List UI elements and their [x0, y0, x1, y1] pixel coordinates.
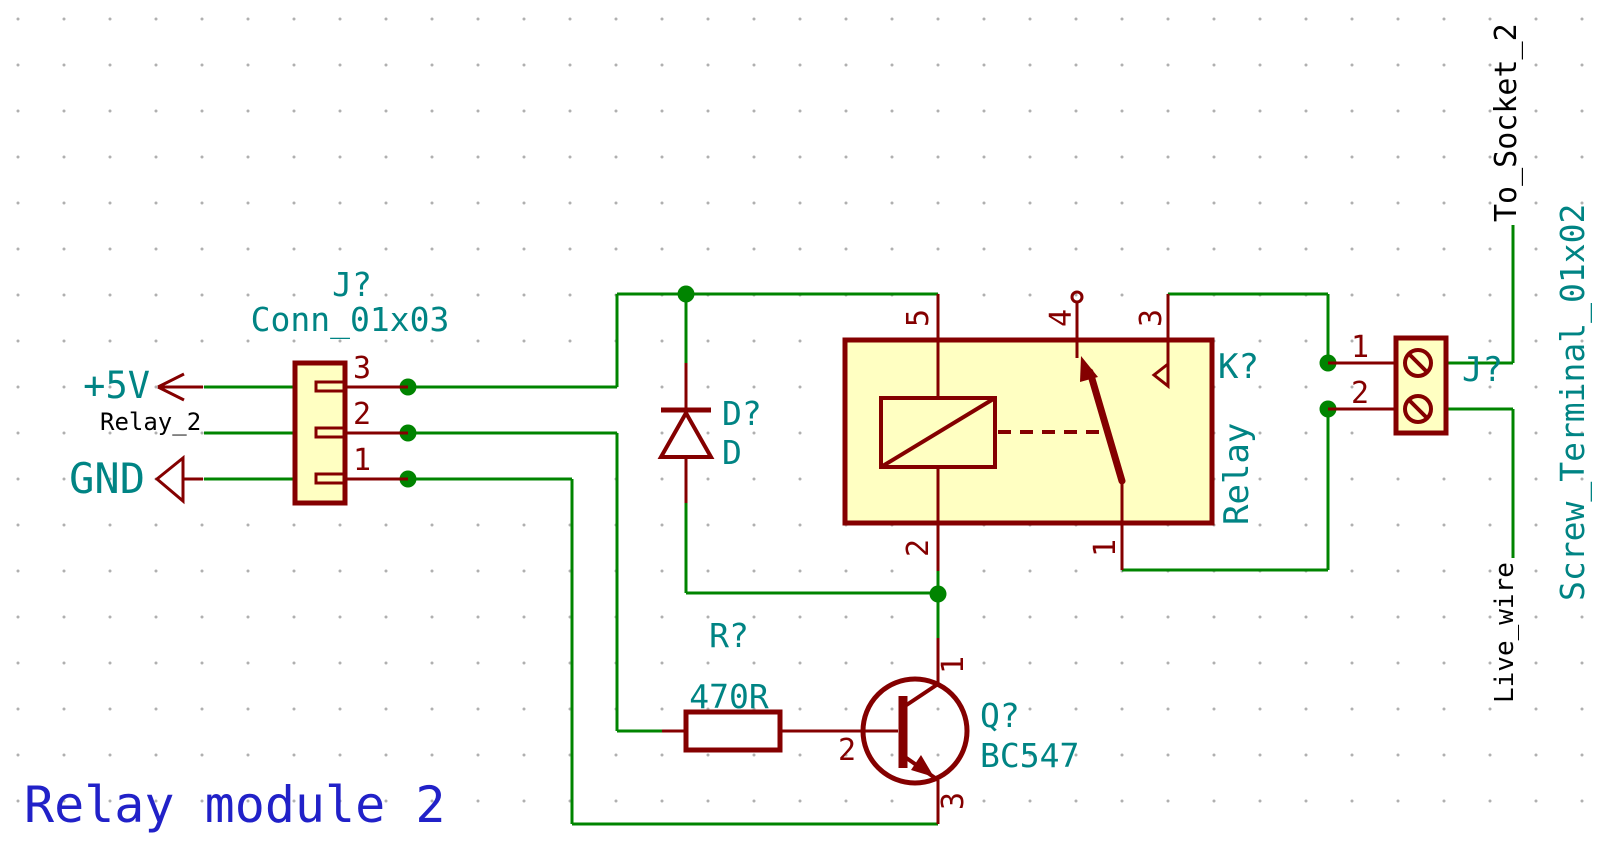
relay-pin3-number: 3 — [1134, 309, 1169, 327]
transistor-value[interactable]: BC547 — [980, 736, 1079, 775]
connector-pin1-number: 1 — [353, 443, 371, 478]
relay-no-contact-icon — [1151, 360, 1170, 390]
screw-head-1-icon — [1403, 348, 1433, 378]
transistor-pin2-number: 2 — [838, 733, 856, 768]
diode-value[interactable]: D — [722, 433, 742, 472]
diode-ref[interactable]: D? — [722, 394, 762, 433]
screw-head-2-icon — [1403, 394, 1433, 424]
plus5v-arrow-icon — [157, 372, 203, 402]
screw-pin1-number: 1 — [1351, 330, 1369, 365]
connector-pin2-number: 2 — [353, 397, 371, 432]
relay-pin2-number: 2 — [901, 539, 936, 557]
relay-pin4-number: 4 — [1044, 309, 1079, 327]
component-base-resistor[interactable]: R? 470R — [662, 616, 898, 753]
screw-pin2-number: 2 — [1351, 376, 1369, 411]
component-input-connector[interactable]: 3 2 1 J? Conn_01x03 — [251, 265, 450, 506]
relay-value[interactable]: Relay — [1217, 423, 1257, 525]
component-flyback-diode[interactable]: D? D — [657, 363, 762, 503]
power-label-5v[interactable]: +5V — [83, 364, 203, 407]
plus5v-label[interactable]: +5V — [83, 364, 150, 407]
relay-ref[interactable]: K? — [1218, 347, 1259, 387]
power-label-gnd[interactable]: GND — [69, 454, 203, 505]
net-label-relay2[interactable]: Relay_2 — [100, 408, 201, 436]
relay2-label[interactable]: Relay_2 — [100, 408, 201, 436]
resistor-value[interactable]: 470R — [689, 677, 769, 716]
screw-terminal-value[interactable]: Screw_Terminal_01x02 — [1553, 204, 1593, 601]
resistor-ref[interactable]: R? — [709, 616, 749, 655]
relay-arm-arrow-icon — [1080, 356, 1098, 382]
component-transistor[interactable]: 1 2 3 Q? BC547 — [838, 638, 1079, 824]
screw-terminal-ref[interactable]: J? — [1462, 350, 1503, 390]
junction-diode-5v[interactable] — [677, 285, 695, 303]
component-relay[interactable]: 5 4 3 2 1 K? Relay — [842, 290, 1259, 571]
screw-terminal-body[interactable] — [1393, 335, 1449, 436]
transistor-body[interactable] — [860, 676, 970, 786]
junction-diode-collector[interactable] — [929, 585, 947, 603]
live-wire-label[interactable]: Live_wire — [1490, 562, 1520, 703]
sheet-title: Relay module 2 — [24, 776, 445, 834]
transistor-pin3-number: 3 — [936, 792, 971, 810]
connector-pin3-number: 3 — [353, 351, 371, 386]
connector-body[interactable] — [292, 360, 348, 506]
relay-pin1-number: 1 — [1088, 539, 1123, 557]
connector-value[interactable]: Conn_01x03 — [251, 300, 450, 340]
transistor-emitter-arrow-icon — [911, 755, 934, 777]
connector-ref[interactable]: J? — [332, 265, 372, 304]
relay-coil-diagonal — [879, 396, 997, 469]
gnd-label[interactable]: GND — [69, 454, 145, 503]
transistor-pin1-number: 1 — [936, 656, 971, 674]
relay-pin5-number: 5 — [901, 309, 936, 327]
gnd-arrow-icon — [154, 454, 203, 505]
wires — [204, 225, 1515, 826]
to-socket-label[interactable]: To_Socket_2 — [1489, 23, 1524, 222]
relay-switch-arm — [1086, 368, 1126, 485]
transistor-ref[interactable]: Q? — [980, 696, 1020, 735]
transistor-collector-diag — [903, 682, 940, 708]
component-screw-terminal[interactable]: 1 2 J? Screw_Terminal_01x02 — [1328, 204, 1593, 601]
